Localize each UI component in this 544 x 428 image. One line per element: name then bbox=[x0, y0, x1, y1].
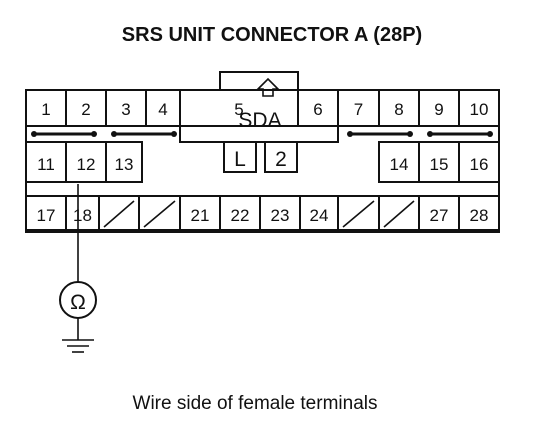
terminal-14: 14 bbox=[378, 141, 420, 183]
row-3-terminals: 17 18 21 22 23 24 27 28 bbox=[25, 195, 500, 233]
row-2-terminals: 11 12 13 14 15 16 bbox=[25, 141, 500, 183]
terminal-10: 10 bbox=[458, 89, 500, 127]
terminal-27: 27 bbox=[418, 195, 460, 233]
terminal-label: 17 bbox=[37, 206, 56, 225]
empty-cavity bbox=[138, 195, 181, 233]
terminal-label: 12 bbox=[77, 155, 96, 174]
terminal-6: 6 bbox=[297, 89, 339, 127]
terminal-7: 7 bbox=[337, 89, 380, 127]
terminal-label: 14 bbox=[390, 155, 409, 174]
empty-cavity bbox=[378, 195, 420, 233]
terminal-label: 24 bbox=[310, 206, 329, 225]
terminal-22: 22 bbox=[219, 195, 261, 233]
terminal-23: 23 bbox=[259, 195, 301, 233]
terminal-label: 27 bbox=[430, 206, 449, 225]
terminal-label: 28 bbox=[470, 206, 489, 225]
terminal-label: 18 bbox=[73, 206, 92, 225]
terminal-label: 5 bbox=[234, 100, 243, 119]
terminal-label: 23 bbox=[271, 206, 290, 225]
lock-box-2: 2 bbox=[264, 141, 298, 173]
tab-label: SDA bbox=[238, 109, 281, 132]
center-opening bbox=[179, 90, 339, 143]
terminal-11: 11 bbox=[25, 141, 67, 183]
shorting-bar-1-2 bbox=[31, 131, 97, 137]
terminal-28: 28 bbox=[458, 195, 500, 233]
ohmmeter-icon: Ω bbox=[59, 281, 97, 319]
terminal-18: 18 bbox=[65, 195, 100, 233]
terminal-label: 7 bbox=[354, 100, 363, 119]
terminal-8: 8 bbox=[378, 89, 420, 127]
terminal-label: 13 bbox=[115, 155, 134, 174]
terminal-1: 1 bbox=[25, 89, 67, 127]
ohm-symbol: Ω bbox=[70, 291, 86, 314]
shorting-bar-3-4 bbox=[111, 131, 177, 137]
terminal-12: 12 bbox=[65, 141, 107, 183]
terminal-label: 1 bbox=[41, 100, 50, 119]
ground-icon bbox=[62, 339, 94, 353]
shorting-bar-7-8 bbox=[347, 131, 413, 137]
terminal-24: 24 bbox=[299, 195, 339, 233]
terminal-9: 9 bbox=[418, 89, 460, 127]
blank-mark bbox=[383, 200, 415, 228]
terminal-label: 8 bbox=[394, 100, 403, 119]
shorting-bar-9-10 bbox=[427, 131, 493, 137]
terminal-label: 22 bbox=[231, 206, 250, 225]
empty-cavity bbox=[98, 195, 140, 233]
release-arrow-icon bbox=[256, 77, 280, 97]
terminal-label: 9 bbox=[434, 100, 443, 119]
terminal-15: 15 bbox=[418, 141, 460, 183]
terminal-21: 21 bbox=[179, 195, 221, 233]
terminal-label: 15 bbox=[430, 155, 449, 174]
terminal-label: 4 bbox=[158, 100, 167, 119]
lock-label-l: L bbox=[234, 148, 246, 171]
terminal-label: 16 bbox=[470, 155, 489, 174]
empty-cavity bbox=[337, 195, 380, 233]
terminal-label: 10 bbox=[470, 100, 489, 119]
terminal-16: 16 bbox=[458, 141, 500, 183]
terminal-2: 2 bbox=[65, 89, 107, 127]
terminal-label: 3 bbox=[121, 100, 130, 119]
terminal-13: 13 bbox=[105, 141, 143, 183]
terminal-label: 11 bbox=[37, 155, 55, 174]
terminal-3: 3 bbox=[105, 89, 147, 127]
terminal-4: 4 bbox=[145, 89, 181, 127]
terminal-17: 17 bbox=[25, 195, 67, 233]
diagram-title: SRS UNIT CONNECTOR A (28P) bbox=[122, 24, 422, 46]
lock-box-l: L bbox=[223, 141, 257, 173]
lock-label-2: 2 bbox=[275, 148, 287, 171]
terminal-label: 2 bbox=[81, 100, 90, 119]
blank-mark bbox=[143, 200, 176, 228]
terminal-label: 21 bbox=[191, 206, 210, 225]
blank-mark bbox=[342, 200, 375, 228]
blank-mark bbox=[103, 200, 135, 228]
terminal-label: 6 bbox=[313, 100, 322, 119]
caption: Wire side of female terminals bbox=[133, 393, 378, 414]
